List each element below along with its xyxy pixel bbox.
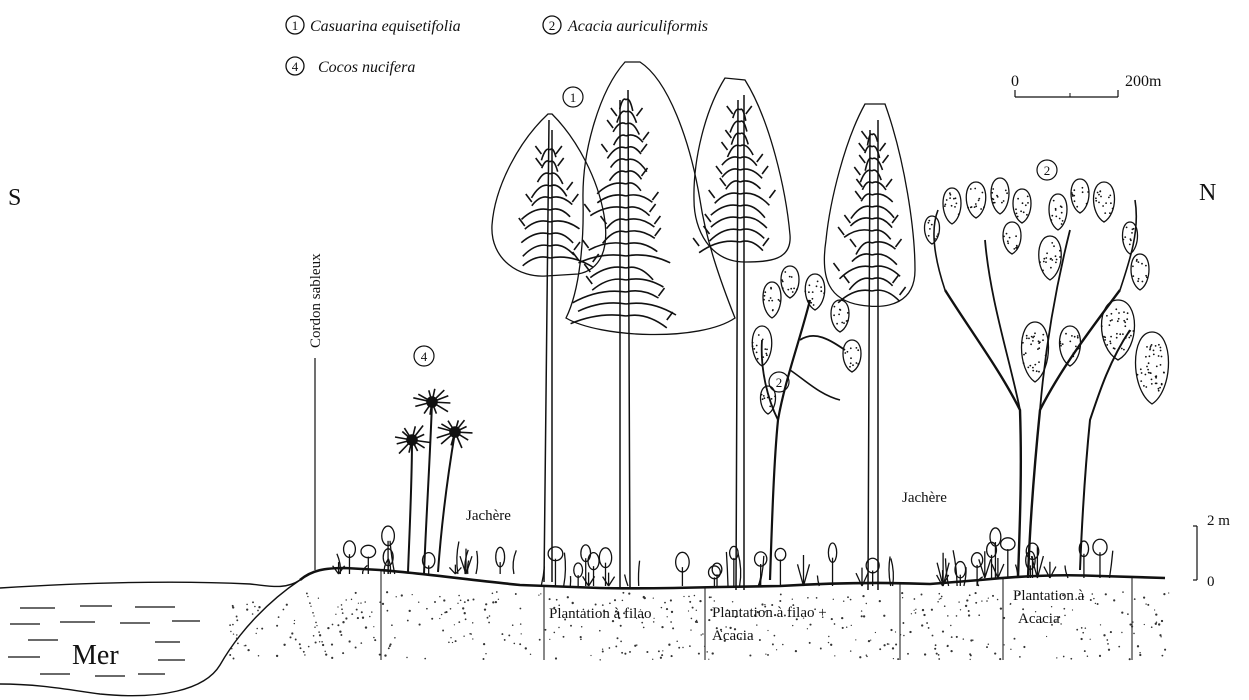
zone-label-filao-acacia-line1: Plantation à filao + [712,605,827,621]
tree-marker-2-right-number: 2 [1044,163,1051,178]
zone-label-filao: Plantation à filao [549,606,651,622]
acacia-right-crowns [925,178,1169,404]
height-scale: 2 m 0 [1193,513,1230,590]
sand-bar-marker: Cordon sableux [308,253,324,570]
zone-label-acacia-line1: Plantation à [1013,588,1085,604]
height-scale-bottom: 0 [1207,574,1215,590]
legend-species-4: Cocos nucifera [318,59,415,76]
zone-label-acacia-line2: Acacia [1018,611,1060,627]
legend-number-4: 4 [292,59,299,74]
casuarina-foliage [519,99,906,328]
legend-number-2: 2 [549,18,556,33]
legend-species-1: Casuarina equisetifolia [310,18,461,35]
legend-number-1: 1 [292,18,299,33]
coconut-palms: 4 [395,346,473,574]
palm-crowns [395,389,473,454]
height-scale-top: 2 m [1207,513,1230,529]
species-legend: 1 Casuarina equisetifolia 2 Acacia auric… [286,16,708,76]
tree-marker-2-left-number: 2 [776,375,783,390]
acacia-right: 2 [925,160,1169,578]
casuarina-trees: 1 [492,62,915,590]
fallow-label-left: Jachère [466,508,511,524]
compass-north: N [1199,180,1216,206]
legend-species-2: Acacia auriculiformis [567,18,708,35]
sea: Mer [0,580,300,696]
scale-bar: 0 200m [1011,73,1162,97]
zone-label-filao-acacia-line2: Acacia [712,628,754,644]
sea-label: Mer [72,640,119,671]
acacia-left: 2 [752,266,861,580]
tree-marker-4-number: 4 [421,349,428,364]
scale-bar-length: 200m [1125,73,1162,90]
sand-bar-label: Cordon sableux [308,253,324,348]
tree-marker-1-number: 1 [570,90,577,105]
scale-bar-zero: 0 [1011,73,1019,90]
compass-south: S [8,185,21,211]
fallow-label-right: Jachère [902,490,947,506]
